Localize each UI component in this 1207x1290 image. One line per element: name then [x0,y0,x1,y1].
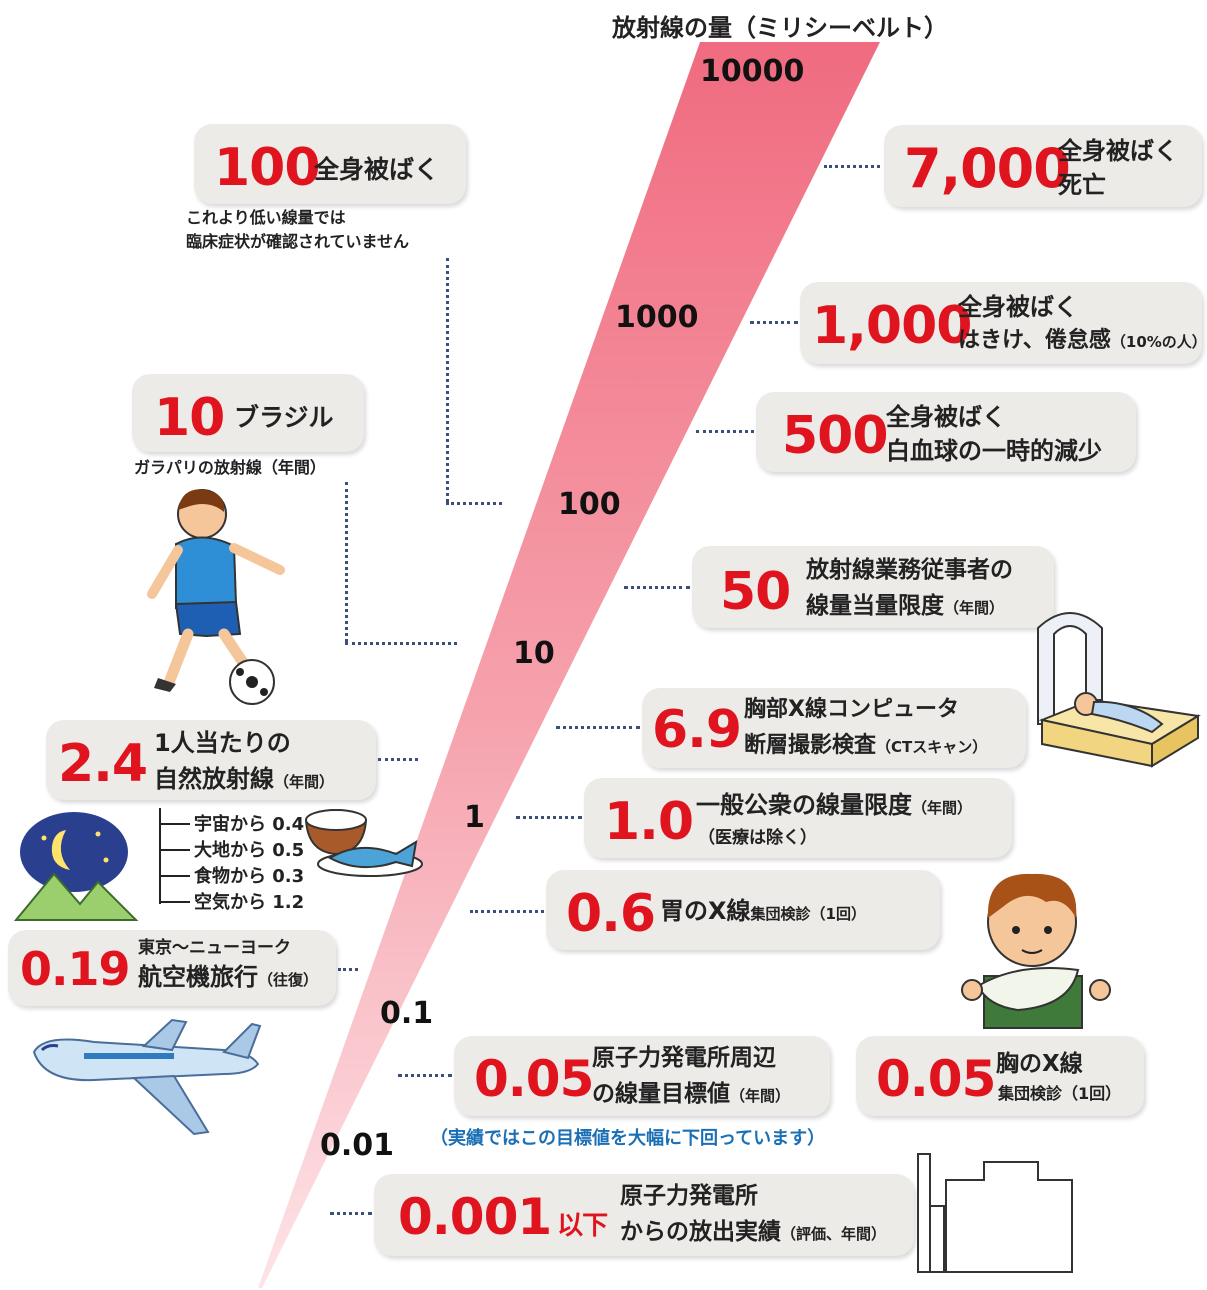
connector-10-v [345,482,348,642]
connector-100-v [446,258,449,502]
note-100-line1: これより低い線量では [186,208,346,227]
label-1000-line1: 全身被ばく [958,293,1078,321]
connector-10-h [345,642,457,645]
scale-label-10000: 10000 [700,54,805,89]
breakdown-cosmic: 宇宙から 0.4 [194,814,305,835]
connector-100-h [446,502,502,505]
connector-50 [624,586,690,589]
label-1.0-line1: 一般公衆の線量限度（年間） [696,791,973,819]
label-0.19-line1: 東京〜ニューヨーク [138,938,291,958]
connector-1000 [750,321,798,324]
connector-0.05a [398,1074,452,1077]
panel-2.4 [46,720,376,800]
label-7000-line1: 全身被ばく [1058,137,1178,165]
value-0.05a: 0.05 [474,1050,594,1108]
scale-label-1: 1 [464,800,485,835]
label-100: 全身被ばく [314,155,440,184]
rice-fish-illustration [304,809,423,877]
label-0.19-line2: 航空機旅行（往復） [138,963,319,991]
value-0.05b: 0.05 [876,1050,996,1108]
connector-0.19 [338,968,358,971]
label-500-line1: 全身被ばく [886,403,1006,431]
panel-0.05b [856,1036,1144,1116]
value-0.6: 0.6 [566,884,656,944]
scale-label-100: 100 [558,487,621,522]
value-1.0: 1.0 [604,792,694,852]
value-0.19: 0.19 [20,942,130,996]
label-50-line2: 線量当量限度（年間） [806,593,1005,619]
connector-500 [696,430,754,433]
label-6.9-line2: 断層撮影検査（CTスキャン） [744,733,988,758]
night-mountain-illustration [13,812,139,921]
connector-2.4 [378,758,418,761]
connector-7000 [824,165,880,168]
panel-10 [132,374,364,452]
panel-0.001 [374,1174,914,1256]
chart-title: 放射線の量（ミリシーベルト） [612,14,948,42]
label-0.05b-line1: 胸のX線 [996,1051,1083,1077]
label-0.6-line1: 胃のX線集団検診（1回） [660,897,866,925]
ct-scanner-illustration [1037,612,1201,768]
value-50: 50 [720,562,791,622]
label-50-line1: 放射線業務従事者の [806,557,1013,583]
value-6.9: 6.9 [652,700,742,760]
label-500-line2: 白血球の一時的減少 [886,437,1102,465]
panel-500 [756,392,1136,472]
scale-label-10: 10 [513,636,555,671]
connector-0.001 [330,1212,372,1215]
value-1000: 1,000 [812,296,972,356]
panel-0.19 [8,930,336,1006]
connector-1.0 [516,816,582,819]
power-plant-illustration [917,1153,1073,1273]
scale-label-0.1: 0.1 [380,996,434,1031]
note-10: ガラパリの放射線（年間） [134,458,326,477]
label-6.9-line1: 胸部X線コンピュータ [744,697,959,722]
note-100-line2: 臨床症状が確認されていません [186,232,410,251]
scale-label-1000: 1000 [615,300,699,335]
note-0.05a: （実績ではこの目標値を大幅に下回っています） [430,1128,826,1149]
label-2.4-line1: 1人当たりの [154,729,291,757]
panel-0.05a [454,1036,830,1116]
value-10: 10 [154,388,225,448]
label-1.0-line2: （医療は除く） [698,828,817,848]
value-100: 100 [214,138,321,198]
panel-6.9 [642,688,1026,768]
breakdown-bracket [159,808,190,904]
label-1000-line2: はきけ、倦怠感（10%の人） [958,328,1207,353]
panel-1.0 [584,778,1012,858]
label-7000-line2: 死亡 [1058,171,1106,199]
breakdown-air: 空気から 1.2 [194,892,305,913]
label-0.001-line2: からの放出実績（評価、年間） [620,1219,887,1245]
panel-1000 [800,282,1202,364]
panel-7000 [884,125,1202,207]
panel-100 [194,124,466,204]
value-2.4: 2.4 [58,734,148,794]
label-0.05b-line2: 集団検診（1回） [998,1084,1122,1103]
connector-6.9 [556,726,640,729]
panel-0.6 [546,870,940,950]
value-500: 500 [782,406,889,466]
airplane-illustration [32,1018,262,1136]
panel-50 [692,546,1054,628]
label-10: ブラジル [234,403,334,432]
breakdown-food: 食物から 0.3 [194,866,305,887]
label-0.05a-line2: の線量目標値（年間） [592,1081,791,1107]
soccer-boy-illustration [147,489,285,705]
xray-boy-illustration [961,873,1111,1029]
label-2.4-line2: 自然放射線（年間） [154,765,335,793]
breakdown-ground: 大地から 0.5 [194,840,305,861]
scale-label-0.01: 0.01 [320,1128,395,1163]
connector-0.6 [470,910,544,913]
label-0.05a-line1: 原子力発電所周辺 [592,1045,776,1071]
value-7000: 7,000 [904,137,1071,200]
label-0.001-line1: 原子力発電所 [620,1183,758,1209]
